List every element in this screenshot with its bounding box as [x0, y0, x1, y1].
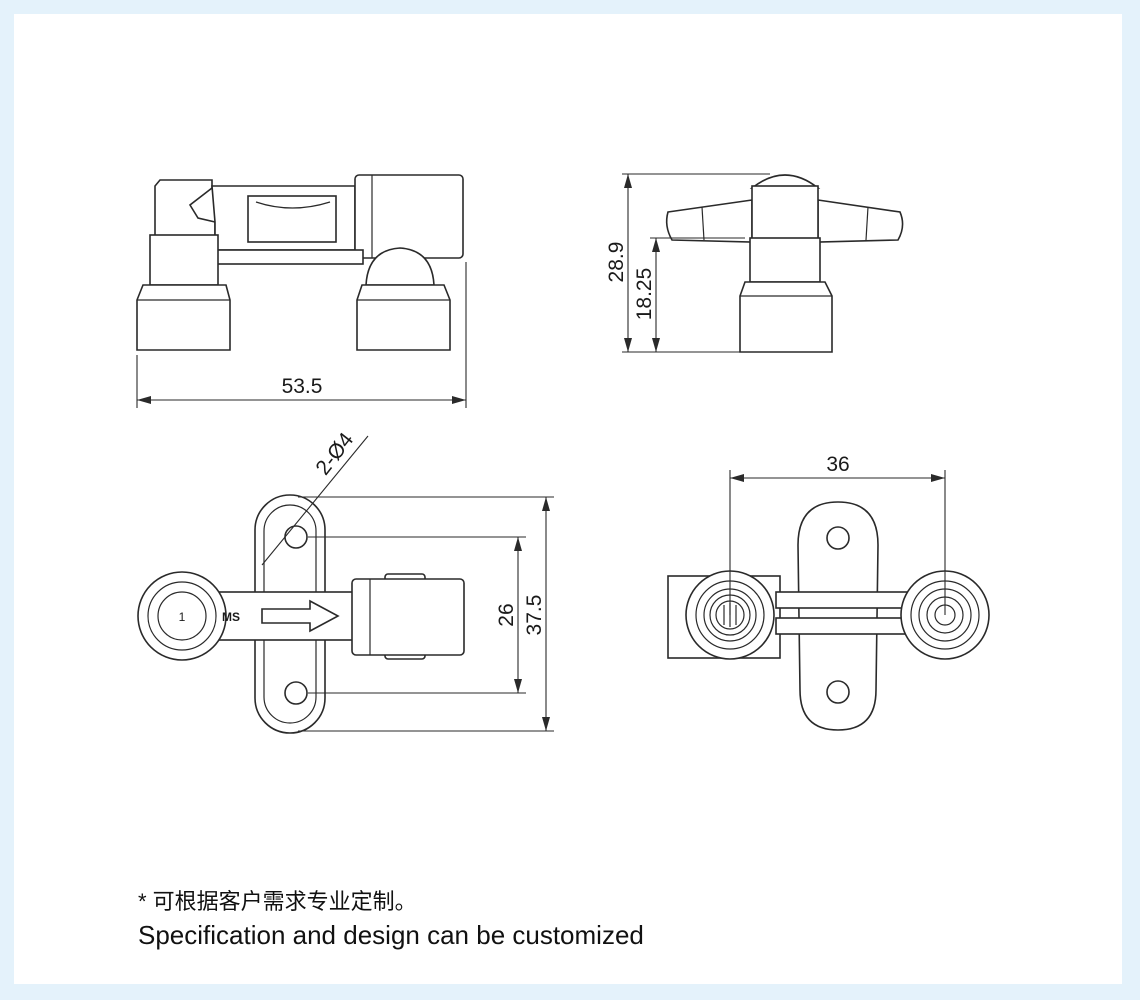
dimension-width-label: 53.5 — [282, 375, 323, 398]
dimension-plate-length-label: 37.5 — [523, 595, 546, 636]
front-right-cylinder — [356, 284, 451, 351]
front-lever-curve — [255, 201, 331, 209]
front-view — [136, 174, 464, 351]
dimension-port-spacing-label: 36 — [826, 453, 849, 476]
front-left-neck — [149, 234, 219, 286]
front-lever-window — [247, 195, 337, 243]
dimension-base-height-label: 18.25 — [633, 268, 656, 321]
dimension-plate: 26 37.5 — [298, 496, 554, 732]
side-view — [665, 174, 904, 353]
front-right-dome — [365, 247, 435, 286]
top-mounting-hole-upper — [284, 525, 308, 549]
front-left-cylinder — [136, 284, 231, 351]
bottom-mounting-hole-upper — [826, 526, 850, 550]
bottom-mounting-hole-lower — [826, 680, 850, 704]
material-mark-label: MS — [222, 610, 240, 624]
dimension-width: 53.5 — [136, 262, 467, 408]
side-neck — [749, 237, 821, 283]
bottom-view — [667, 501, 990, 731]
note-english: Specification and design can be customiz… — [138, 920, 644, 950]
side-base-cylinder — [739, 281, 833, 353]
side-center-body — [751, 185, 819, 243]
flow-direction-arrow — [261, 599, 340, 633]
dimension-hole-label: 2-Ø4 — [311, 428, 358, 479]
top-mounting-hole-lower — [284, 681, 308, 705]
top-left-port-outer — [137, 571, 227, 661]
top-view: 1 MS — [137, 494, 465, 734]
bottom-mounting-plate — [797, 501, 879, 731]
dimension-heights: 28.9 18.25 — [605, 173, 770, 353]
top-valve-barrel — [351, 578, 465, 656]
side-right-wing — [817, 199, 904, 243]
side-left-wing — [665, 199, 753, 243]
note-chinese: * 可根据客户需求专业定制。 — [138, 889, 417, 914]
front-valve-barrel — [354, 174, 464, 259]
top-left-port-ring — [147, 581, 217, 651]
dimension-hole-spacing-label: 26 — [495, 603, 518, 626]
dimension-total-height-label: 28.9 — [605, 242, 628, 283]
side-right-wing-ridge — [865, 206, 869, 241]
port-number-label: 1 — [179, 610, 186, 624]
front-connecting-bar — [214, 249, 364, 265]
front-left-spout — [154, 179, 216, 239]
top-left-port-inner — [157, 591, 207, 641]
drawing-panel — [14, 14, 1122, 984]
dimension-port-spacing: 36 — [729, 453, 946, 615]
side-left-wing-ridge — [701, 206, 705, 241]
